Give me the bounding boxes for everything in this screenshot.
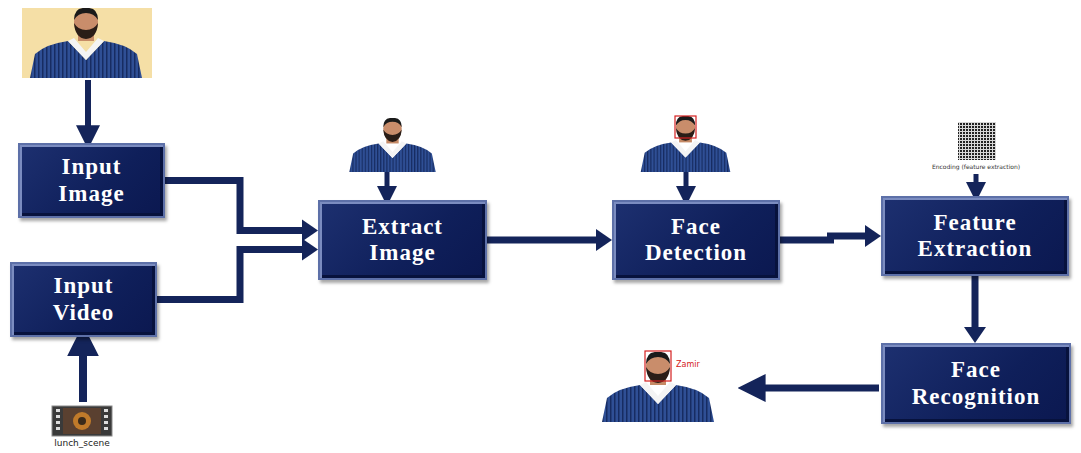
person-photo — [602, 352, 714, 422]
box-label: Face Recognition — [901, 357, 1051, 410]
arrow-line — [780, 236, 866, 240]
file-name: lunch_scene — [54, 438, 109, 448]
input-arrow — [79, 350, 87, 402]
person-photo — [349, 118, 435, 172]
process-box: Input Image — [18, 143, 165, 218]
process-box: Feature Extraction — [881, 196, 1069, 276]
person-photo — [641, 116, 731, 172]
arrow-line — [487, 237, 597, 244]
face-box — [645, 351, 671, 381]
box-label: Feature Extraction — [900, 210, 1050, 263]
encoding-grid — [958, 122, 996, 160]
flow-arrow — [165, 181, 318, 242]
box-label: Input Image — [42, 154, 142, 207]
box-label: Face Detection — [631, 214, 761, 267]
input-arrow — [974, 174, 979, 186]
arrow-head — [865, 225, 881, 247]
box-label: Extract Image — [335, 214, 470, 267]
arrow-head — [596, 229, 612, 251]
process-box: Input Video — [10, 262, 157, 337]
arrow-line — [157, 250, 303, 300]
process-box: Extract Image — [318, 200, 487, 280]
input-arrow — [684, 172, 689, 190]
arrow-line — [972, 276, 979, 328]
output-arrow — [760, 385, 879, 392]
flow-arrow — [157, 239, 318, 300]
process-box: Face Recognition — [881, 343, 1071, 424]
person-photo — [30, 8, 142, 78]
input-arrow — [385, 172, 390, 190]
photo-background — [22, 8, 152, 78]
process-box: Face Detection — [612, 200, 780, 280]
name-tag: Zamir — [676, 360, 700, 369]
grid-caption: Encoding (feature extraction) — [932, 163, 1020, 170]
arrow-head — [302, 219, 318, 241]
flow-arrow — [964, 276, 986, 343]
video-icon — [52, 406, 112, 436]
flow-arrow — [780, 225, 881, 247]
arrow-head — [302, 239, 318, 261]
face-box — [675, 116, 696, 138]
arrow-line — [165, 181, 303, 231]
flow-arrow — [487, 229, 612, 251]
arrow-head — [964, 327, 986, 343]
input-arrow — [85, 80, 91, 130]
box-label: Input Video — [34, 273, 134, 326]
